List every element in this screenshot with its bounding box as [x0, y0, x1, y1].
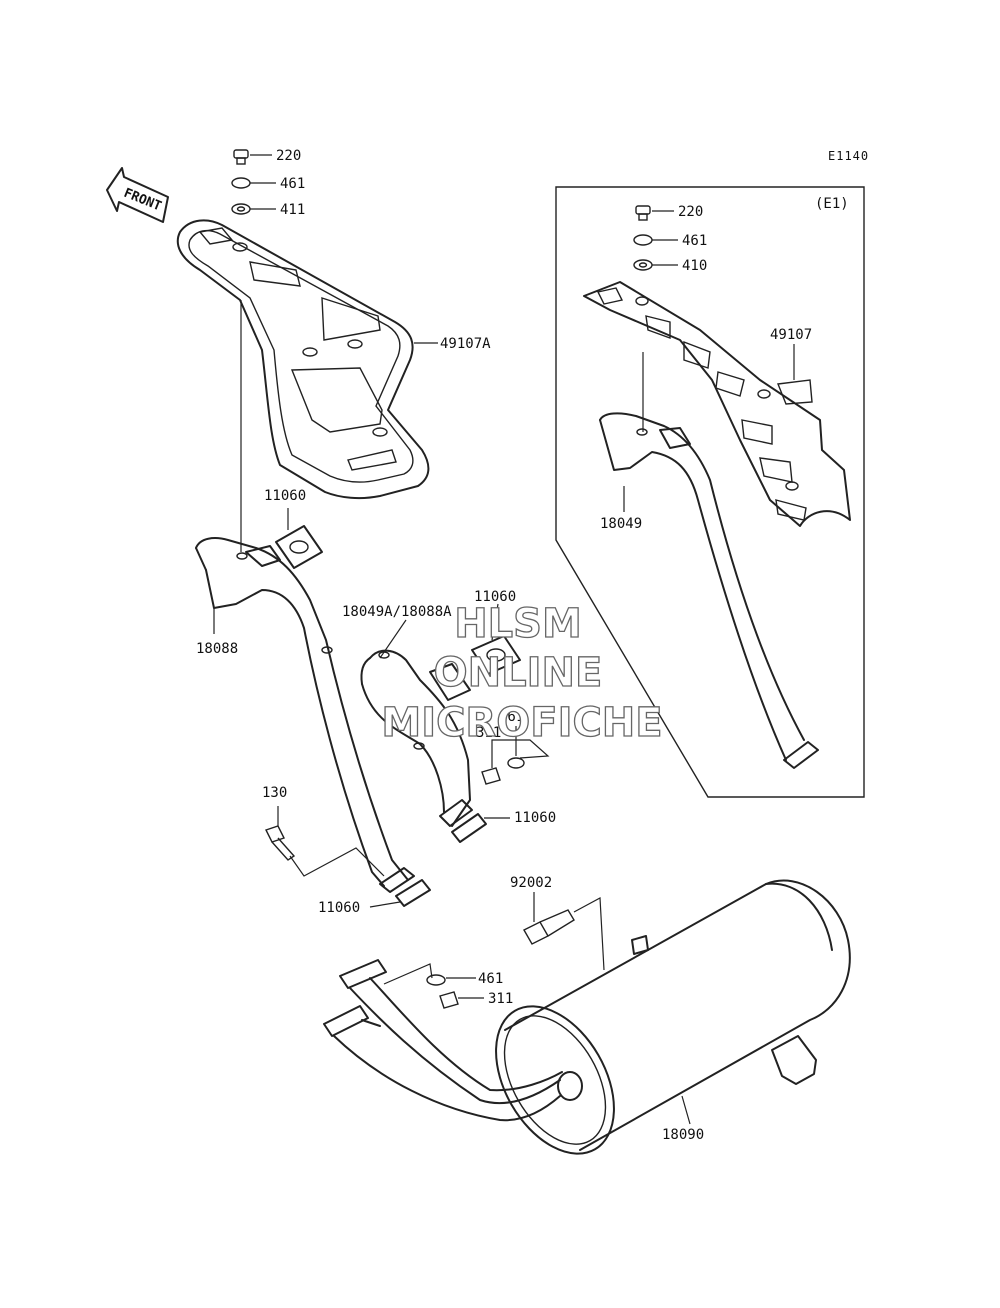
part-label-220: 220 [678, 204, 703, 220]
exhaust-pipe-18049 [599, 412, 819, 769]
part-label-18088: 18088 [196, 641, 238, 657]
washer-410-icon [633, 259, 653, 271]
gasket-11060-icon [395, 879, 431, 907]
part-label-411: 411 [280, 202, 305, 218]
nut-311-icon [481, 767, 501, 785]
part-label-220: 220 [276, 148, 301, 164]
washer-411-icon [231, 203, 251, 215]
watermark-line-1: HLSM [454, 601, 582, 647]
exhaust-pipe-18088 [195, 537, 415, 893]
bolt-130-icon [265, 825, 296, 861]
part-label-11060: 11060 [514, 810, 556, 826]
heat-guard-49107 [583, 281, 851, 527]
muffler-18090 [495, 879, 851, 1155]
head-pipe [323, 959, 563, 1122]
part-label-49107: 49107 [770, 327, 812, 343]
part-label-11060: 11060 [318, 900, 360, 916]
part-label-410: 410 [682, 258, 707, 274]
watermark-line-2: ONLINE [434, 650, 603, 696]
part-label-92002: 92002 [510, 875, 552, 891]
lock-washer-461-icon [231, 177, 251, 189]
e1-variant-box [555, 186, 865, 798]
lock-washer-461-icon [633, 234, 653, 246]
front-label: FRONT [122, 186, 164, 215]
part-label-461: 461 [682, 233, 707, 249]
part-label-18049a-18088a: 18049A/18088A [342, 604, 452, 620]
part-label-130: 130 [262, 785, 287, 801]
part-label-461: 461 [499, 709, 524, 725]
gasket-11060-icon [451, 813, 487, 843]
e1-box-label: (E1) [815, 196, 849, 212]
diagram-code: E1140 [828, 149, 869, 163]
lock-washer-461-icon [426, 974, 446, 986]
part-label-11060: 11060 [264, 488, 306, 504]
front-arrow-icon: FRONT [106, 167, 169, 223]
watermark-line-3: MICROFICHE [381, 700, 662, 746]
heat-guard-49107a [176, 219, 430, 500]
part-label-461: 461 [280, 176, 305, 192]
gasket-11060-icon [275, 525, 323, 569]
part-label-311: 311 [488, 991, 513, 1007]
bolt-92002-icon [523, 909, 575, 945]
part-label-311: 311 [476, 725, 501, 741]
part-label-461: 461 [478, 971, 503, 987]
gasket-11060-icon [471, 635, 521, 675]
bolt-220-icon [635, 205, 651, 215]
part-label-18090: 18090 [662, 1127, 704, 1143]
part-label-11060: 11060 [474, 589, 516, 605]
part-label-18049: 18049 [600, 516, 642, 532]
nut-311-icon [439, 991, 459, 1009]
part-label-49107a: 49107A [440, 336, 491, 352]
bolt-220-icon [233, 149, 249, 165]
lock-washer-461-icon [507, 757, 525, 769]
